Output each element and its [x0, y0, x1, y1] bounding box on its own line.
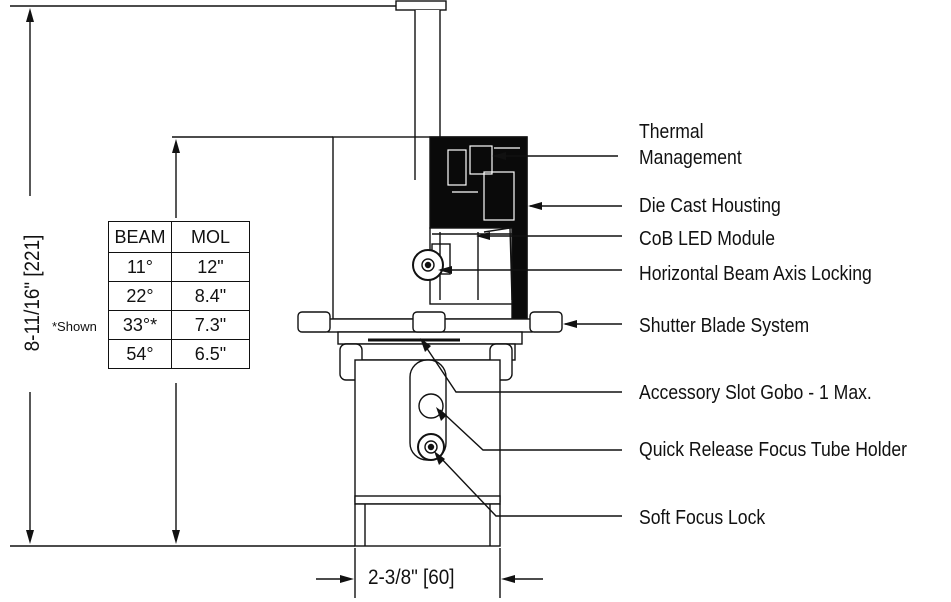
heatsink-block-3: [483, 171, 515, 221]
focus-tube-holder: [418, 393, 444, 419]
callout-die-cast: Die Cast Housting: [639, 195, 781, 217]
callout-thermal-line1: Thermal: [639, 121, 704, 143]
shown-note: *Shown: [52, 319, 97, 334]
beam-mol-table: BEAM MOL 11° 12" 22° 8.4" 33°* 7.3" 54° …: [108, 221, 250, 369]
mol-cell: 6.5": [171, 339, 250, 369]
leader-soft-focus: [437, 454, 622, 517]
height-dimension-label: 8-11/16" [221]: [21, 234, 44, 352]
height-arrow-top: [26, 8, 34, 22]
leader-focus-holder-arrow: [436, 407, 447, 421]
callout-shutter: Shutter Blade System: [639, 315, 810, 337]
beam-axis-lock-dot: [424, 261, 432, 269]
table-row: 11° 12": [108, 252, 250, 282]
callout-focus-holder: Quick Release Focus Tube Holder: [639, 439, 908, 461]
beam-axis-lock-center: [421, 258, 435, 272]
callout-cob-led: CoB LED Module: [639, 228, 775, 250]
leader-beam-axis-arrow: [438, 266, 452, 274]
callout-accessory-slot: Accessory Slot Gobo - 1 Max.: [639, 382, 872, 404]
width-arrow-left: [340, 575, 354, 583]
beam-cell: 33°*: [108, 310, 172, 340]
yoke-top-cap: [395, 0, 447, 11]
soft-focus-knob-center: [424, 440, 438, 454]
body-arrow-bottom: [172, 530, 180, 544]
shutter-handle-right: [529, 311, 563, 333]
mol-cell: 7.3": [171, 310, 250, 340]
beam-cell: 22°: [108, 281, 172, 311]
soft-focus-knob-dot: [427, 443, 435, 451]
shutter-handle-center: [412, 311, 446, 333]
front-lens-barrel: [354, 503, 501, 547]
leader-focus-holder: [439, 409, 622, 451]
leader-accessory-slot: [421, 340, 622, 393]
callout-soft-focus: Soft Focus Lock: [639, 507, 766, 529]
mol-cell: 8.4": [171, 281, 250, 311]
shutter-handle-left: [297, 311, 331, 333]
leader-cob-arrow: [476, 232, 490, 240]
heatsink-block-1: [447, 149, 467, 186]
leader-thermal-arrow: [492, 152, 506, 160]
callout-thermal-line2: Management: [639, 147, 742, 169]
mol-header: MOL: [171, 221, 250, 253]
width-arrow-right: [501, 575, 515, 583]
table-row: 33°* 7.3": [108, 310, 250, 340]
width-dimension-label: 2-3/8" [60]: [368, 566, 455, 589]
leader-die-cast-arrow: [528, 202, 542, 210]
body-arrow-top: [172, 139, 180, 153]
heatsink-block-2: [469, 145, 493, 175]
table-row: 22° 8.4": [108, 281, 250, 311]
beam-cell: 11°: [108, 252, 172, 282]
beam-cell: 54°: [108, 339, 172, 369]
leader-accessory-arrow: [420, 338, 431, 352]
callout-beam-axis: Horizontal Beam Axis Locking: [639, 263, 872, 285]
mol-cell: 12": [171, 252, 250, 282]
beam-table-header-row: BEAM MOL: [108, 221, 250, 253]
led-module-area: [429, 227, 513, 305]
table-row: 54° 6.5": [108, 339, 250, 369]
leader-soft-focus-arrow: [434, 451, 445, 465]
leader-shutter-arrow: [563, 320, 577, 328]
shutter-frame: [337, 331, 523, 345]
height-arrow-bottom: [26, 530, 34, 544]
beam-header: BEAM: [108, 221, 172, 253]
